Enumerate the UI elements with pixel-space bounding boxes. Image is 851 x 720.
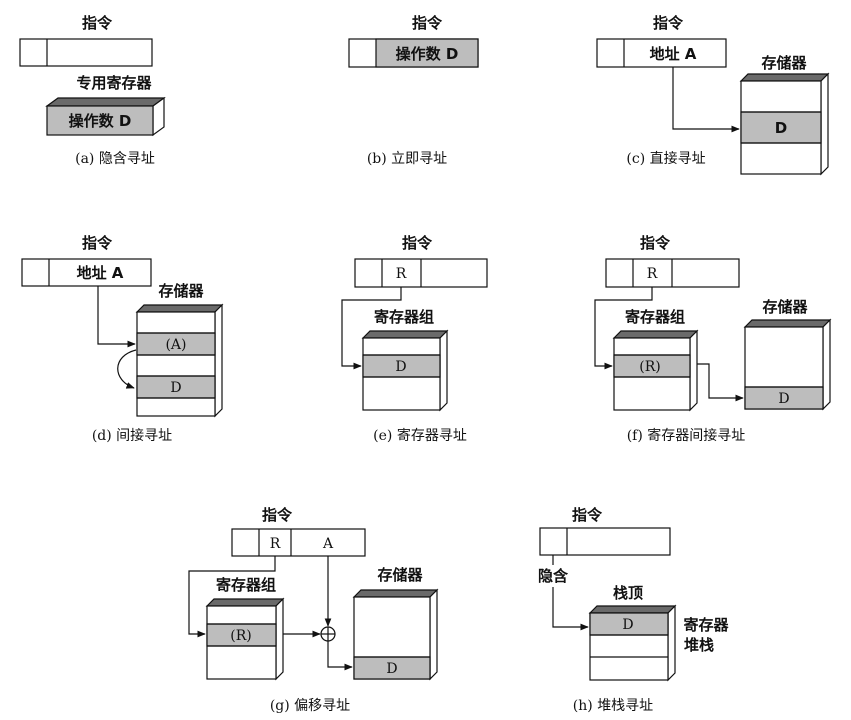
- register-group-label: 寄存器组: [374, 308, 434, 326]
- register-stack-box: [588, 604, 677, 682]
- register-stack-label-2: 堆栈: [684, 636, 714, 654]
- memory-label: 存储器: [377, 566, 423, 584]
- memory-label: 存储器: [762, 298, 808, 316]
- instruction-label: 指令: [402, 234, 433, 252]
- register-group-label: 寄存器组: [625, 308, 685, 326]
- d-label: D: [778, 391, 789, 407]
- register-stack-label-1: 寄存器: [683, 616, 729, 634]
- adder-symbol: [320, 626, 336, 642]
- r-label: R: [647, 266, 658, 282]
- instruction-box: [596, 38, 727, 68]
- register-group-box: [612, 329, 699, 412]
- caption-h: (h) 堆栈寻址: [573, 698, 653, 714]
- adder-to-memory-arrow: [327, 641, 353, 671]
- panel-f-register-indirect-addressing: 指令 R 寄存器组 (R) 存储器 D (f) 寄存器间接寻址: [594, 234, 832, 444]
- caption-d: (d) 间接寻址: [92, 427, 172, 444]
- instruction-label: 指令: [572, 506, 603, 524]
- instruction-label: 指令: [653, 14, 684, 32]
- instruction-box: [21, 258, 152, 287]
- d-label: D: [170, 380, 181, 396]
- panel-c-direct-addressing: 指令 地址 A 存储器 D (c) 直接寻址: [596, 14, 830, 176]
- address-arrow: [97, 286, 136, 348]
- address-a-label: 地址 A: [650, 45, 697, 63]
- register-group-label: 寄存器组: [216, 576, 276, 594]
- implied-arrow: [552, 587, 589, 631]
- special-register-label: 专用寄存器: [76, 74, 152, 92]
- instruction-label: 指令: [262, 506, 293, 524]
- r-label: R: [270, 536, 281, 552]
- panel-b-immediate-addressing: 指令 操作数 D (b) 立即寻址: [348, 14, 479, 167]
- d-label: D: [386, 661, 397, 677]
- paren-r-label: (R): [230, 628, 251, 644]
- address-a-label: 地址 A: [77, 264, 124, 282]
- panel-h-stack-addressing: 指令 隐含 栈顶 D 寄存器 堆栈 (h) 堆栈寻址: [538, 506, 730, 714]
- memory-box: [743, 318, 832, 411]
- memory-arrow: [697, 363, 744, 402]
- instruction-label: 指令: [82, 234, 113, 252]
- memory-label: 存储器: [158, 282, 204, 300]
- panel-a-implied-addressing: 指令 专用寄存器 操作数 D (a) 隐含寻址: [19, 14, 166, 167]
- caption-a: (a) 隐含寻址: [75, 151, 155, 167]
- implied-label: 隐含: [538, 567, 569, 585]
- special-register-box: [45, 96, 166, 137]
- address-arrow: [672, 67, 740, 133]
- register-arrow: [188, 556, 276, 638]
- paren-r-label: (R): [639, 359, 660, 375]
- d-label: D: [775, 119, 787, 137]
- caption-f: (f) 寄存器间接寻址: [627, 427, 746, 444]
- memory-label: 存储器: [761, 54, 807, 72]
- instruction-box: [231, 528, 366, 557]
- register-arrow: [594, 287, 653, 370]
- d-label: D: [622, 617, 633, 633]
- instruction-label: 指令: [82, 14, 113, 32]
- memory-box: [739, 72, 830, 176]
- caption-b: (b) 立即寻址: [367, 151, 447, 167]
- operand-field: [375, 38, 479, 68]
- a-label: A: [322, 536, 334, 552]
- instruction-box: [539, 527, 671, 556]
- operand-d-label: 操作数 D: [69, 112, 132, 130]
- register-group-box: [205, 597, 285, 681]
- r-label: R: [396, 266, 407, 282]
- instruction-box: [19, 38, 153, 67]
- memory-box: [135, 303, 224, 418]
- register-group-box: [361, 329, 449, 412]
- paren-a-label: (A): [165, 337, 186, 353]
- stack-top-label: 栈顶: [613, 584, 643, 602]
- indirect-arrow: [117, 349, 137, 389]
- register-arrow: [341, 287, 402, 370]
- d-label: D: [395, 359, 406, 375]
- panel-e-register-addressing: 指令 R 寄存器组 D (e) 寄存器寻址: [341, 234, 488, 444]
- panel-d-indirect-addressing: 指令 地址 A 存储器 (A) D (d) 间接寻址: [21, 234, 224, 444]
- panel-g-displacement-addressing: 指令 R A 寄存器组 (R) 存储器 D: [188, 506, 439, 714]
- memory-box: [352, 588, 439, 681]
- instruction-label: 指令: [412, 14, 443, 32]
- caption-c: (c) 直接寻址: [626, 150, 705, 167]
- operand-d-label: 操作数 D: [396, 45, 459, 63]
- caption-g: (g) 偏移寻址: [270, 698, 350, 714]
- caption-e: (e) 寄存器寻址: [373, 427, 467, 444]
- instruction-label: 指令: [640, 234, 671, 252]
